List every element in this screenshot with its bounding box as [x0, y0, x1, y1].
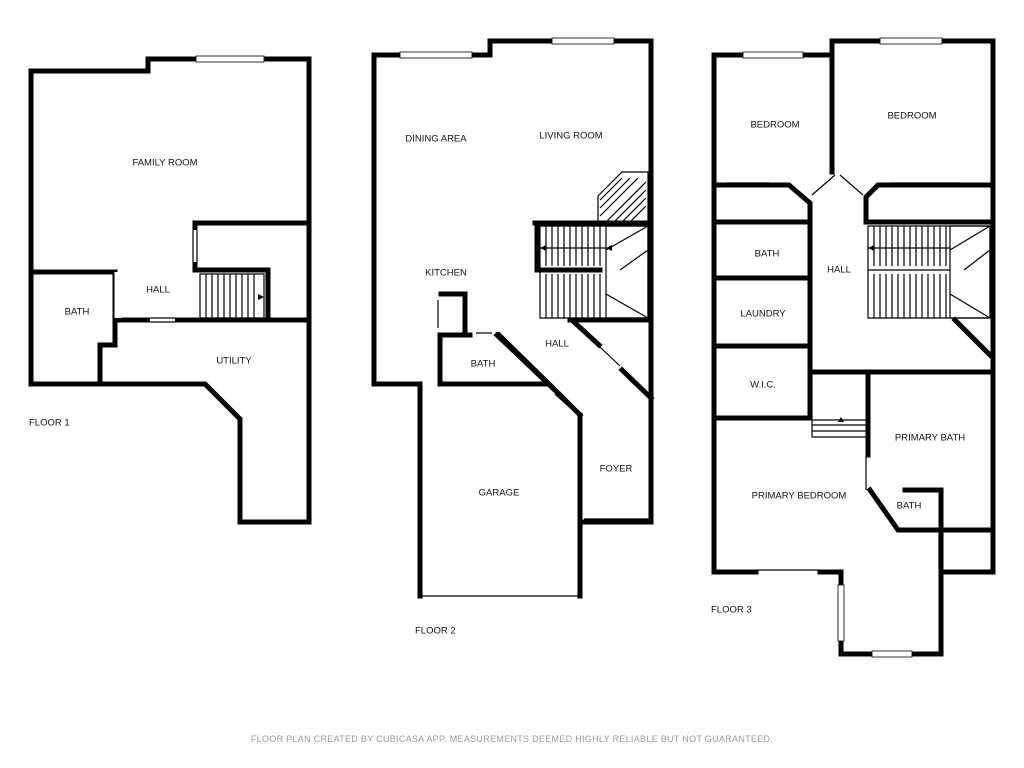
- room-label-garage: GARAGE: [479, 488, 520, 499]
- room-label-bath: BATH: [65, 307, 90, 318]
- floor-3-stairs: [867, 225, 991, 319]
- fireplace-icon: [597, 171, 649, 224]
- room-label-family-room: FAMILY ROOM: [132, 158, 197, 169]
- room-label-dining-area: DINING AREA: [405, 134, 467, 145]
- room-label-living-room: LIVING ROOM: [539, 131, 602, 142]
- floor-2-stairs: [539, 225, 649, 319]
- floor-1-plan: FAMILY ROOM BATH HALL UTILITY FLOOR 1: [28, 55, 312, 525]
- floor-3-plan: BEDROOM BEDROOM BATH HALL LAUNDRY W.I.C.…: [711, 37, 996, 658]
- room-label-wic: W.I.C.: [750, 380, 776, 391]
- floor-2-label: FLOOR 2: [415, 626, 456, 637]
- room-label-hall: HALL: [545, 339, 569, 350]
- floor-3-label: FLOOR 3: [711, 605, 752, 616]
- footer-disclaimer: FLOOR PLAN CREATED BY CUBICASA APP. MEAS…: [251, 734, 773, 744]
- floor-2-plan: DINING AREA LIVING ROOM KITCHEN BATH HAL…: [371, 37, 655, 637]
- room-label-primary-bedroom: PRIMARY BEDROOM: [752, 491, 847, 502]
- room-label-hall: HALL: [827, 265, 851, 276]
- room-label-laundry: LAUNDRY: [740, 309, 786, 320]
- room-label-bedroom-left: BEDROOM: [750, 120, 799, 131]
- room-label-bath: BATH: [755, 249, 780, 260]
- floor-3-step: [811, 417, 869, 438]
- room-label-hall: HALL: [146, 285, 170, 296]
- room-label-foyer: FOYER: [600, 464, 633, 475]
- room-label-kitchen: KITCHEN: [425, 268, 467, 279]
- room-label-bedroom-right: BEDROOM: [887, 111, 936, 122]
- room-label-primary-bath-small: BATH: [897, 501, 922, 512]
- room-label-bath: BATH: [471, 359, 496, 370]
- floor-1-label: FLOOR 1: [29, 418, 70, 429]
- room-label-utility: UTILITY: [216, 356, 252, 367]
- room-label-primary-bath: PRIMARY BATH: [895, 433, 965, 444]
- floor-1-stairs: [199, 273, 265, 319]
